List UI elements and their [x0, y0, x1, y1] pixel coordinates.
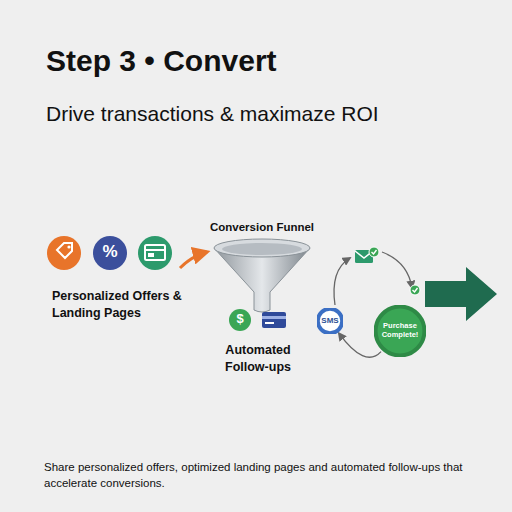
percent-icon	[93, 236, 127, 270]
section-label: Personalized Offers & Landing Pages	[52, 288, 202, 322]
tag-icon	[47, 236, 81, 270]
flow-arrow	[180, 252, 207, 268]
sms-circle: SMS	[317, 308, 343, 334]
dollar-symbol: $	[232, 311, 248, 326]
check-dot	[410, 285, 420, 295]
next-arrow	[425, 267, 497, 321]
subtitle: Drive transactions & maximaze ROI	[46, 102, 379, 126]
section-label: Conversion Funnel	[192, 221, 332, 233]
node-text: SMS	[321, 316, 338, 325]
cycle-arrow	[334, 258, 350, 305]
node-text: Purchase Complete!	[380, 322, 421, 339]
funnel	[214, 248, 310, 312]
page-icon	[138, 236, 172, 270]
purchase-circle: Purchase Complete!	[374, 305, 426, 357]
percent-symbol: %	[98, 242, 122, 262]
title: Step 3 • Convert	[46, 44, 277, 78]
money-icon	[229, 309, 251, 331]
card-icon	[262, 312, 286, 328]
section-label: Automated Follow-ups	[208, 342, 308, 376]
caption: Share personalized offers, optimized lan…	[44, 460, 474, 491]
cycle-arrow	[382, 252, 412, 288]
